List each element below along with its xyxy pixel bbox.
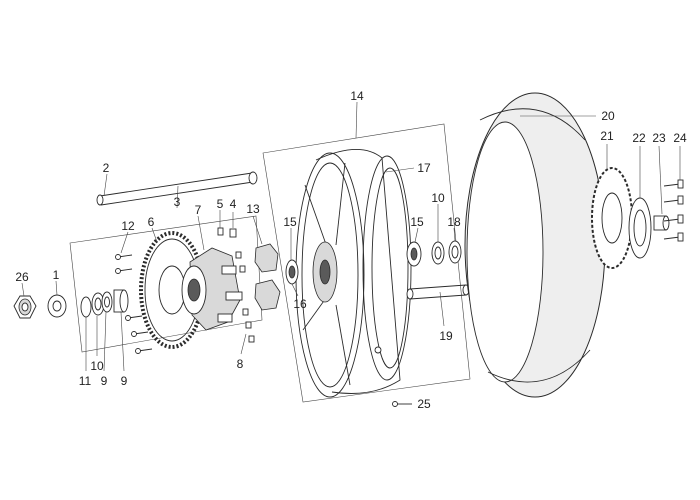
callout-1: 1 — [53, 268, 60, 282]
callout-23: 23 — [652, 131, 666, 145]
callout-20: 20 — [601, 109, 615, 123]
callout-26: 26 — [15, 270, 29, 284]
callout-11: 11 — [79, 374, 92, 388]
callout-19: 19 — [439, 329, 453, 343]
callout-5: 5 — [217, 197, 224, 211]
tire-valve — [392, 401, 412, 407]
wheel-rim — [295, 149, 412, 398]
axle-shaft — [96, 171, 258, 206]
hub-spacer-tube — [406, 284, 470, 300]
leader-lines — [21, 101, 681, 372]
callout-25: 25 — [417, 397, 431, 411]
callout-15-left: 15 — [283, 215, 297, 229]
sprocket-hub-group-box — [69, 215, 263, 353]
callout-12: 12 — [121, 219, 135, 233]
callout-10-right: 10 — [431, 191, 445, 205]
washer — [47, 294, 67, 318]
callout-10-left: 10 — [90, 359, 104, 373]
callout-22: 22 — [632, 131, 646, 145]
callout-8: 8 — [237, 357, 244, 371]
sprocket-bolts — [115, 254, 153, 354]
axle-nut — [13, 295, 37, 319]
callout-4: 4 — [230, 197, 237, 211]
sprocket-carrier — [181, 247, 243, 331]
disc-adapter — [628, 197, 652, 259]
cush-drive-rubbers — [254, 243, 281, 311]
left-wheel-bearing — [285, 259, 299, 285]
rear-tire — [464, 92, 606, 398]
left-bearing-stack — [80, 289, 129, 318]
callout-21: 21 — [600, 129, 614, 143]
brake-disc — [591, 167, 633, 269]
callout-2: 2 — [103, 161, 110, 175]
right-bearing-stack — [406, 240, 462, 267]
callout-15-right: 15 — [410, 215, 424, 229]
callout-9-right: 9 — [121, 374, 128, 388]
disc-bolts — [663, 179, 684, 242]
callout-18: 18 — [447, 215, 461, 229]
callout-13: 13 — [246, 202, 260, 216]
callout-16: 16 — [293, 297, 307, 311]
callout-24: 24 — [673, 131, 687, 145]
hub-nuts — [217, 227, 255, 343]
disc-spacer — [653, 215, 670, 231]
callout-14: 14 — [350, 89, 364, 103]
callout-6: 6 — [148, 215, 155, 229]
callout-9-left: 9 — [101, 374, 108, 388]
wheel-assembly-group-box — [262, 123, 471, 403]
callout-7: 7 — [195, 203, 202, 217]
callout-3: 3 — [174, 195, 181, 209]
callout-17: 17 — [417, 161, 431, 175]
